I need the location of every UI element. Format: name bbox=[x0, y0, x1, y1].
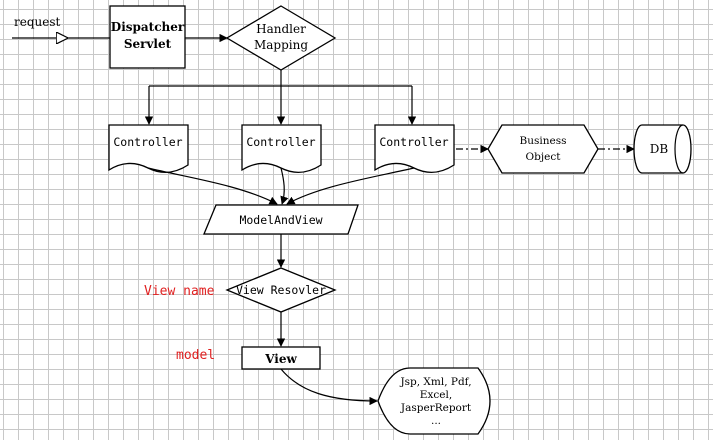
view-to-technologies-curve bbox=[280, 368, 378, 406]
controller-1-label: Controller bbox=[113, 135, 182, 149]
business-object-hexagon bbox=[487, 124, 599, 174]
view-technologies-line4: ... bbox=[431, 415, 441, 427]
view-resolver-label: View Resovler bbox=[236, 283, 326, 297]
handler-mapping-label-line1: Handler bbox=[256, 22, 306, 36]
view-label: View bbox=[264, 352, 297, 366]
model-and-view-label: ModelAndView bbox=[239, 213, 322, 227]
db-label: DB bbox=[650, 142, 669, 156]
dispatcher-servlet-label-line1: Dispatcher bbox=[111, 20, 185, 34]
view-technologies-line3: JasperReport bbox=[400, 402, 472, 414]
dispatcher-servlet-box bbox=[109, 5, 186, 69]
request-label: request bbox=[14, 15, 61, 29]
handler-mapping-label-line2: Mapping bbox=[254, 38, 308, 52]
business-object-label-line2: Object bbox=[526, 151, 562, 163]
controller-2-to-mav-curve bbox=[280, 167, 289, 205]
model-annotation: model bbox=[176, 348, 215, 363]
controller-3-shape bbox=[374, 124, 455, 173]
view-technologies-shape bbox=[377, 367, 491, 435]
view-technologies-line2: Excel, bbox=[420, 389, 452, 401]
model-and-view-parallelogram bbox=[203, 204, 359, 235]
controller-3-to-mav-curve bbox=[286, 167, 415, 205]
db-cylinder-edge bbox=[674, 124, 684, 174]
controller-1-to-mav-curve bbox=[147, 167, 278, 205]
view-name-annotation: View name bbox=[144, 284, 215, 299]
controller-2-label: Controller bbox=[246, 135, 315, 149]
controller-3-label: Controller bbox=[379, 135, 448, 149]
business-object-label-line1: Business bbox=[520, 135, 567, 147]
view-technologies-line1: Jsp, Xml, Pdf, bbox=[399, 376, 471, 388]
dispatcher-servlet-label-line2: Servlet bbox=[124, 37, 172, 51]
